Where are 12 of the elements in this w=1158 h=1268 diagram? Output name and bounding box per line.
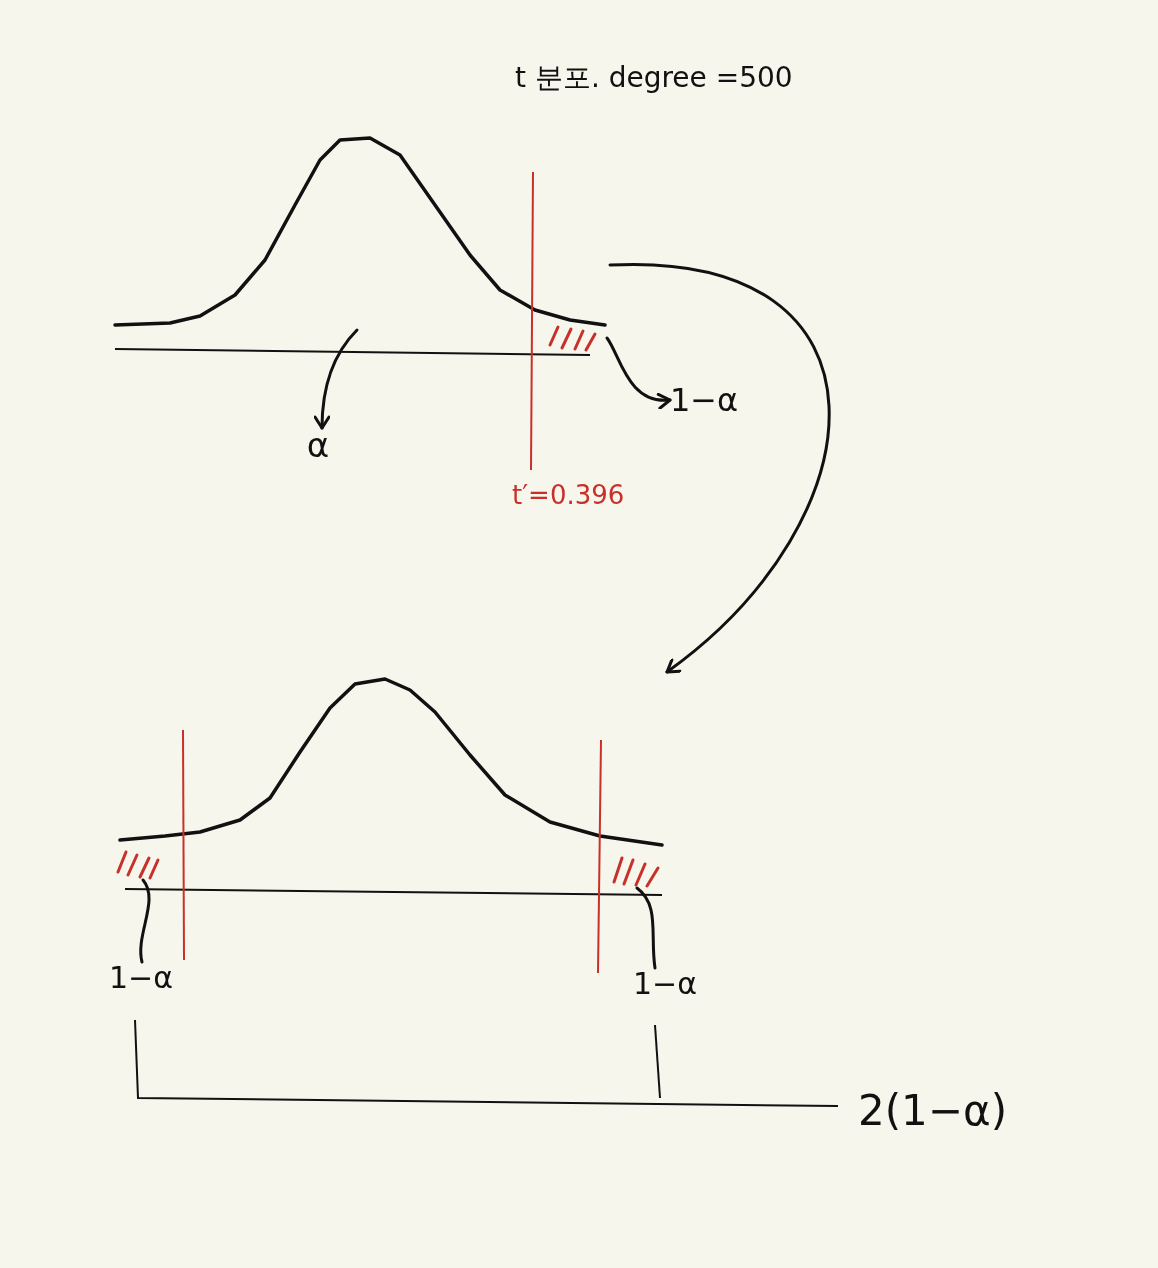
- sum-label: 2(1−α): [858, 1090, 1008, 1132]
- leader-line: [635, 886, 657, 970]
- variable-label: 1−α: [110, 962, 172, 994]
- variable-label: 1−α: [670, 383, 738, 417]
- variable-label: 1−α: [634, 968, 696, 1000]
- leader-line: [139, 878, 151, 964]
- threshold-label: t′=0.396: [512, 482, 625, 508]
- arrow: [605, 336, 672, 409]
- title: t 분포. degree =500: [515, 64, 793, 92]
- arrow: [608, 263, 831, 674]
- variable-label: α: [303, 428, 333, 462]
- arrow: [313, 328, 359, 430]
